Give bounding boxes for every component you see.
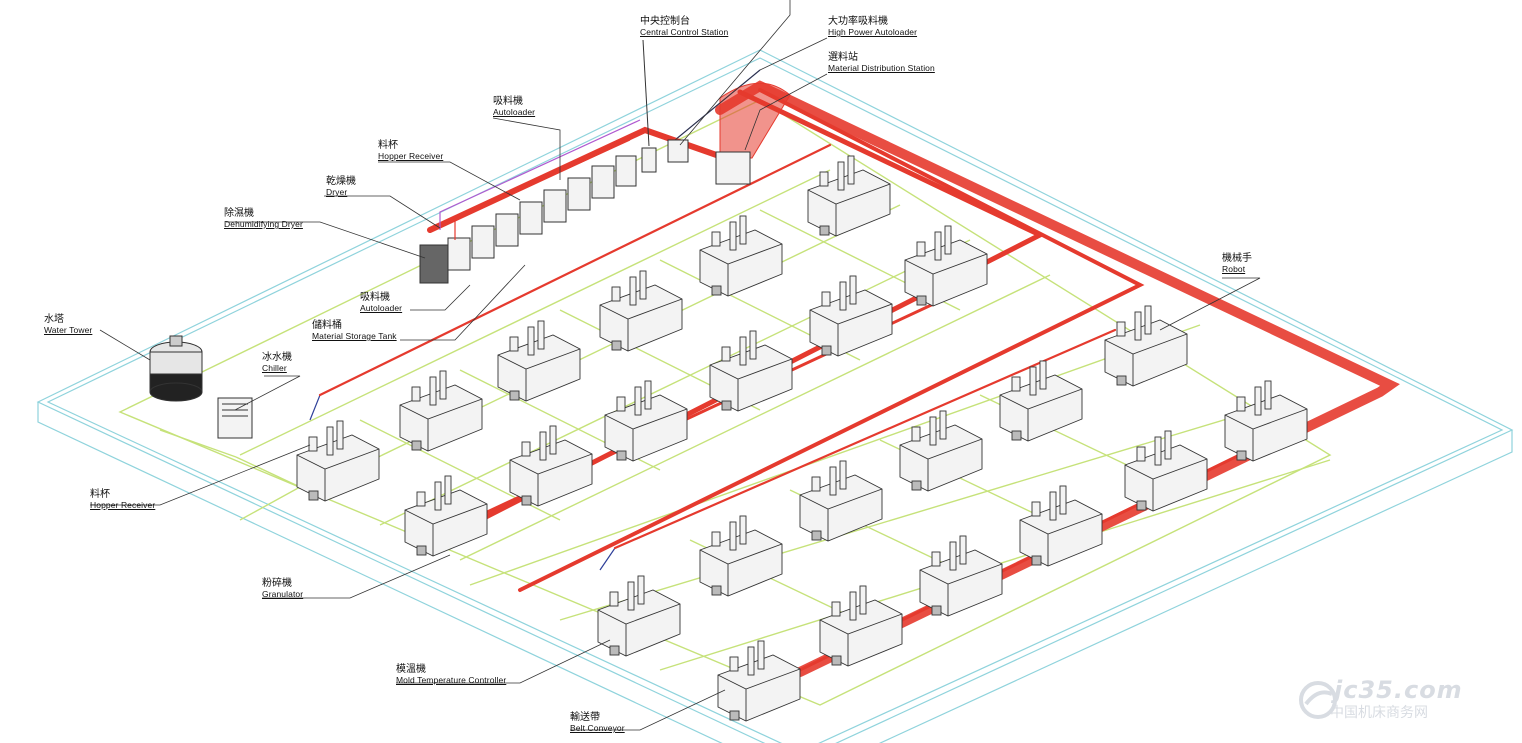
label-robot: 機械手 Robot bbox=[1222, 253, 1252, 275]
label-cn: 乾燥機 bbox=[326, 176, 356, 187]
injection-machine bbox=[717, 640, 801, 722]
label-en: Material Storage Tank bbox=[312, 331, 397, 341]
injection-machine bbox=[1019, 485, 1103, 567]
watermark-logo-icon bbox=[1299, 681, 1337, 719]
central-control-station bbox=[641, 39, 751, 185]
label-cn: 輸送帶 bbox=[570, 712, 600, 723]
label-high-power-autoloader: 大功率吸料機 High Power Autoloader bbox=[828, 16, 917, 38]
watermark: jc35.com 中国机床商务网 bbox=[1330, 676, 1463, 722]
label-cn: 儲料桶 bbox=[312, 320, 342, 331]
injection-machine bbox=[1224, 380, 1308, 462]
injection-machine bbox=[919, 535, 1003, 617]
label-water-tower: 水塔 Water Tower bbox=[44, 314, 92, 336]
label-en: Material Distribution Station bbox=[828, 63, 935, 73]
injection-machine bbox=[799, 460, 883, 542]
floor-platform bbox=[36, 49, 1514, 743]
injection-machine bbox=[699, 515, 783, 597]
injection-machine bbox=[1124, 430, 1208, 512]
label-cn: 料杯 bbox=[90, 489, 110, 500]
injection-machine bbox=[1104, 305, 1188, 387]
label-chiller: 冰水機 Chiller bbox=[262, 352, 292, 374]
label-dehumidifying-dryer: 除濕機 Dehumidifying Dryer bbox=[224, 208, 303, 230]
label-en: Mold Temperature Controller bbox=[396, 675, 507, 685]
label-cn: 模溫機 bbox=[396, 664, 426, 675]
watermark-text: jc35.com bbox=[1334, 676, 1463, 704]
label-en: Belt Conveyor bbox=[570, 723, 625, 733]
water-tower bbox=[149, 335, 203, 402]
injection-machine bbox=[404, 475, 488, 557]
injection-molding-machines bbox=[296, 155, 1308, 722]
injection-machine bbox=[904, 225, 988, 307]
label-cn: 機械手 bbox=[1222, 253, 1252, 264]
injection-machine bbox=[509, 425, 593, 507]
label-cn: 中央控制台 bbox=[640, 16, 690, 27]
injection-machine bbox=[497, 320, 581, 402]
label-cn: 粉碎機 bbox=[262, 578, 292, 589]
injection-machine bbox=[809, 275, 893, 357]
label-granulator: 粉碎機 Granulator bbox=[262, 578, 303, 600]
label-hopper-receiver-top: 料杯 Hopper Receiver bbox=[378, 140, 443, 162]
label-hopper-receiver-low: 料杯 Hopper Receiver bbox=[90, 489, 155, 511]
label-cn: 選料站 bbox=[828, 52, 858, 63]
label-mold-temperature-controller: 模溫機 Mold Temperature Controller bbox=[396, 664, 506, 686]
label-material-distribution-station: 選料站 Material Distribution Station bbox=[828, 52, 935, 74]
label-en: Dryer bbox=[326, 187, 348, 197]
red-material-pipes bbox=[318, 80, 1400, 677]
injection-machine bbox=[999, 360, 1083, 442]
label-material-storage-tank: 儲料桶 Material Storage Tank bbox=[312, 320, 397, 342]
label-central-control-station: 中央控制台 Central Control Station bbox=[640, 16, 728, 38]
label-en: Hopper Receiver bbox=[90, 500, 156, 510]
watermark-subtext: 中国机床商务网 bbox=[1330, 705, 1428, 721]
label-en: Hopper Receiver bbox=[378, 151, 444, 161]
label-autoloader-low: 吸料機 Autoloader bbox=[360, 292, 402, 314]
label-en: Water Tower bbox=[44, 325, 93, 335]
label-en: Granulator bbox=[262, 589, 304, 599]
injection-machine bbox=[709, 330, 793, 412]
label-en: High Power Autoloader bbox=[828, 27, 918, 37]
injection-machine bbox=[604, 380, 688, 462]
label-en: Autoloader bbox=[493, 107, 536, 117]
label-en: Chiller bbox=[262, 363, 287, 373]
label-en: Autoloader bbox=[360, 303, 403, 313]
injection-machine bbox=[599, 270, 683, 352]
label-cn: 水塔 bbox=[44, 314, 64, 325]
label-cn: 大功率吸料機 bbox=[828, 16, 888, 27]
injection-machine bbox=[899, 410, 983, 492]
leader-lines bbox=[90, 0, 1261, 731]
label-cn: 料杯 bbox=[378, 140, 398, 151]
injection-machine bbox=[296, 420, 380, 502]
label-cn: 吸料機 bbox=[360, 292, 390, 303]
injection-machine bbox=[807, 155, 891, 237]
chiller bbox=[217, 397, 253, 439]
label-autoloader-top: 吸料機 Autoloader bbox=[493, 96, 535, 118]
dryer-rack bbox=[419, 119, 641, 284]
injection-machine bbox=[699, 215, 783, 297]
injection-machine bbox=[597, 575, 681, 657]
label-en: Robot bbox=[1222, 264, 1246, 274]
label-dryer: 乾燥機 Dryer bbox=[326, 176, 356, 198]
label-en: Dehumidifying Dryer bbox=[224, 219, 303, 229]
label-cn: 吸料機 bbox=[493, 96, 523, 107]
label-cn: 除濕機 bbox=[224, 208, 254, 219]
injection-machine bbox=[399, 370, 483, 452]
label-en: Central Control Station bbox=[640, 27, 729, 37]
label-belt-conveyor: 輸送帶 Belt Conveyor bbox=[570, 712, 625, 734]
injection-machine bbox=[819, 585, 903, 667]
label-cn: 冰水機 bbox=[262, 352, 292, 363]
